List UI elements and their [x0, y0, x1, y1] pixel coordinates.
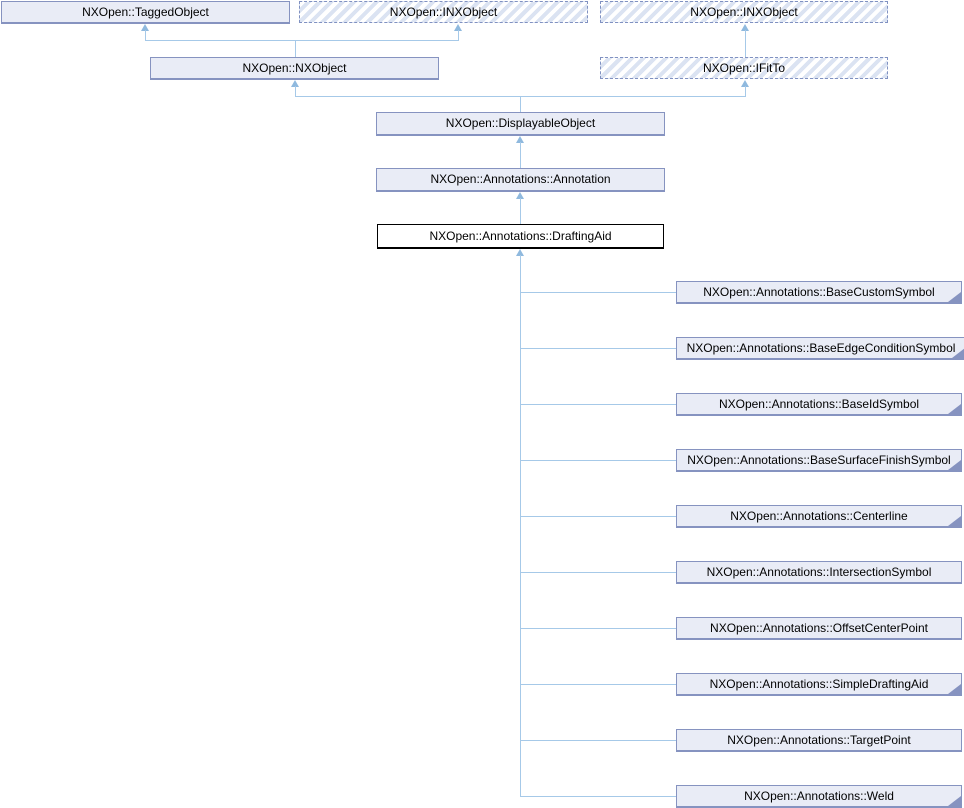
node-centerline[interactable]: NXOpen::Annotations::Centerline: [676, 505, 962, 527]
node-label: NXOpen::INXObject: [389, 5, 498, 19]
node-label: NXOpen::Annotations::DraftingAid: [429, 229, 612, 243]
node-inxobject-2[interactable]: NXOpen::INXObject: [600, 1, 888, 23]
node-label: NXOpen::INXObject: [690, 5, 798, 19]
node-baseedgeconditionsymbol[interactable]: NXOpen::Annotations::BaseEdgeConditionSy…: [676, 337, 964, 359]
node-intersectionsymbol[interactable]: NXOpen::Annotations::IntersectionSymbol: [676, 561, 962, 583]
node-inxobject-1[interactable]: NXOpen::INXObject: [299, 1, 588, 23]
node-draftingaid-current: NXOpen::Annotations::DraftingAid: [377, 224, 664, 248]
inheritance-arrow-icon: [516, 249, 524, 256]
node-label: NXOpen::NXObject: [242, 61, 347, 75]
connector-line: [521, 628, 676, 629]
node-basecustomsymbol[interactable]: NXOpen::Annotations::BaseCustomSymbol: [676, 281, 962, 303]
node-label: NXOpen::IFitTo: [702, 61, 786, 75]
connector-line: [458, 30, 459, 41]
node-label: NXOpen::Annotations::SimpleDraftingAid: [709, 677, 929, 691]
connector-line: [521, 348, 676, 349]
connector-line: [520, 97, 521, 112]
inheritance-arrow-icon: [141, 24, 149, 31]
has-derived-corner-icon: [948, 460, 961, 470]
connector-line: [521, 292, 676, 293]
node-displayableobject[interactable]: NXOpen::DisplayableObject: [376, 112, 665, 135]
connector-line: [521, 460, 676, 461]
connector-line: [520, 142, 521, 168]
node-label: NXOpen::Annotations::BaseIdSymbol: [718, 397, 920, 411]
inheritance-arrow-icon: [741, 24, 749, 31]
node-label: NXOpen::DisplayableObject: [445, 116, 596, 130]
node-label: NXOpen::Annotations::OffsetCenterPoint: [710, 621, 928, 635]
node-ifitto[interactable]: NXOpen::IFitTo: [600, 57, 888, 79]
has-derived-corner-icon: [948, 404, 961, 414]
inheritance-arrow-icon: [516, 192, 524, 199]
connector-line: [295, 41, 296, 57]
node-nxobject[interactable]: NXOpen::NXObject: [150, 57, 439, 79]
connector-line: [521, 740, 676, 741]
has-derived-corner-icon: [948, 684, 961, 694]
node-label: NXOpen::Annotations::Annotation: [430, 172, 611, 186]
inheritance-arrow-icon: [291, 80, 299, 87]
connector-line: [521, 404, 676, 405]
inheritance-arrow-icon: [516, 136, 524, 143]
node-label: NXOpen::Annotations::BaseEdgeConditionSy…: [686, 341, 956, 355]
connector-line: [521, 572, 676, 573]
connector-line: [521, 516, 676, 517]
node-targetpoint[interactable]: NXOpen::Annotations::TargetPoint: [676, 729, 962, 751]
node-baseidsymbol[interactable]: NXOpen::Annotations::BaseIdSymbol: [676, 393, 962, 415]
connector-line: [295, 96, 746, 97]
inheritance-arrow-icon: [741, 80, 749, 87]
connector-line: [145, 40, 459, 41]
has-derived-corner-icon: [952, 348, 964, 358]
inheritance-arrow-icon: [454, 24, 462, 31]
node-simpledraftingaid[interactable]: NXOpen::Annotations::SimpleDraftingAid: [676, 673, 962, 695]
connector-line: [521, 796, 676, 797]
node-annotation[interactable]: NXOpen::Annotations::Annotation: [376, 168, 665, 191]
connector-line: [145, 30, 146, 41]
connector-line: [295, 86, 296, 96]
node-weld[interactable]: NXOpen::Annotations::Weld: [676, 785, 962, 807]
node-basesurfacefinishsymbol[interactable]: NXOpen::Annotations::BaseSurfaceFinishSy…: [676, 449, 962, 471]
has-derived-corner-icon: [948, 516, 961, 526]
node-label: NXOpen::TaggedObject: [82, 5, 209, 19]
node-taggedobject[interactable]: NXOpen::TaggedObject: [1, 1, 290, 23]
has-derived-corner-icon: [948, 292, 961, 302]
has-derived-corner-icon: [948, 796, 961, 806]
connector-line: [745, 86, 746, 96]
node-label: NXOpen::Annotations::Centerline: [730, 509, 908, 523]
node-label: NXOpen::Annotations::BaseCustomSymbol: [703, 285, 935, 299]
node-label: NXOpen::Annotations::TargetPoint: [727, 733, 911, 747]
node-label: NXOpen::Annotations::BaseSurfaceFinishSy…: [687, 453, 951, 467]
node-label: NXOpen::Annotations::IntersectionSymbol: [706, 565, 932, 579]
connector-line: [745, 30, 746, 57]
node-label: NXOpen::Annotations::Weld: [744, 789, 894, 803]
connector-line: [520, 255, 521, 797]
node-offsetcenterpoint[interactable]: NXOpen::Annotations::OffsetCenterPoint: [676, 617, 962, 639]
connector-line: [521, 684, 676, 685]
connector-line: [520, 198, 521, 224]
